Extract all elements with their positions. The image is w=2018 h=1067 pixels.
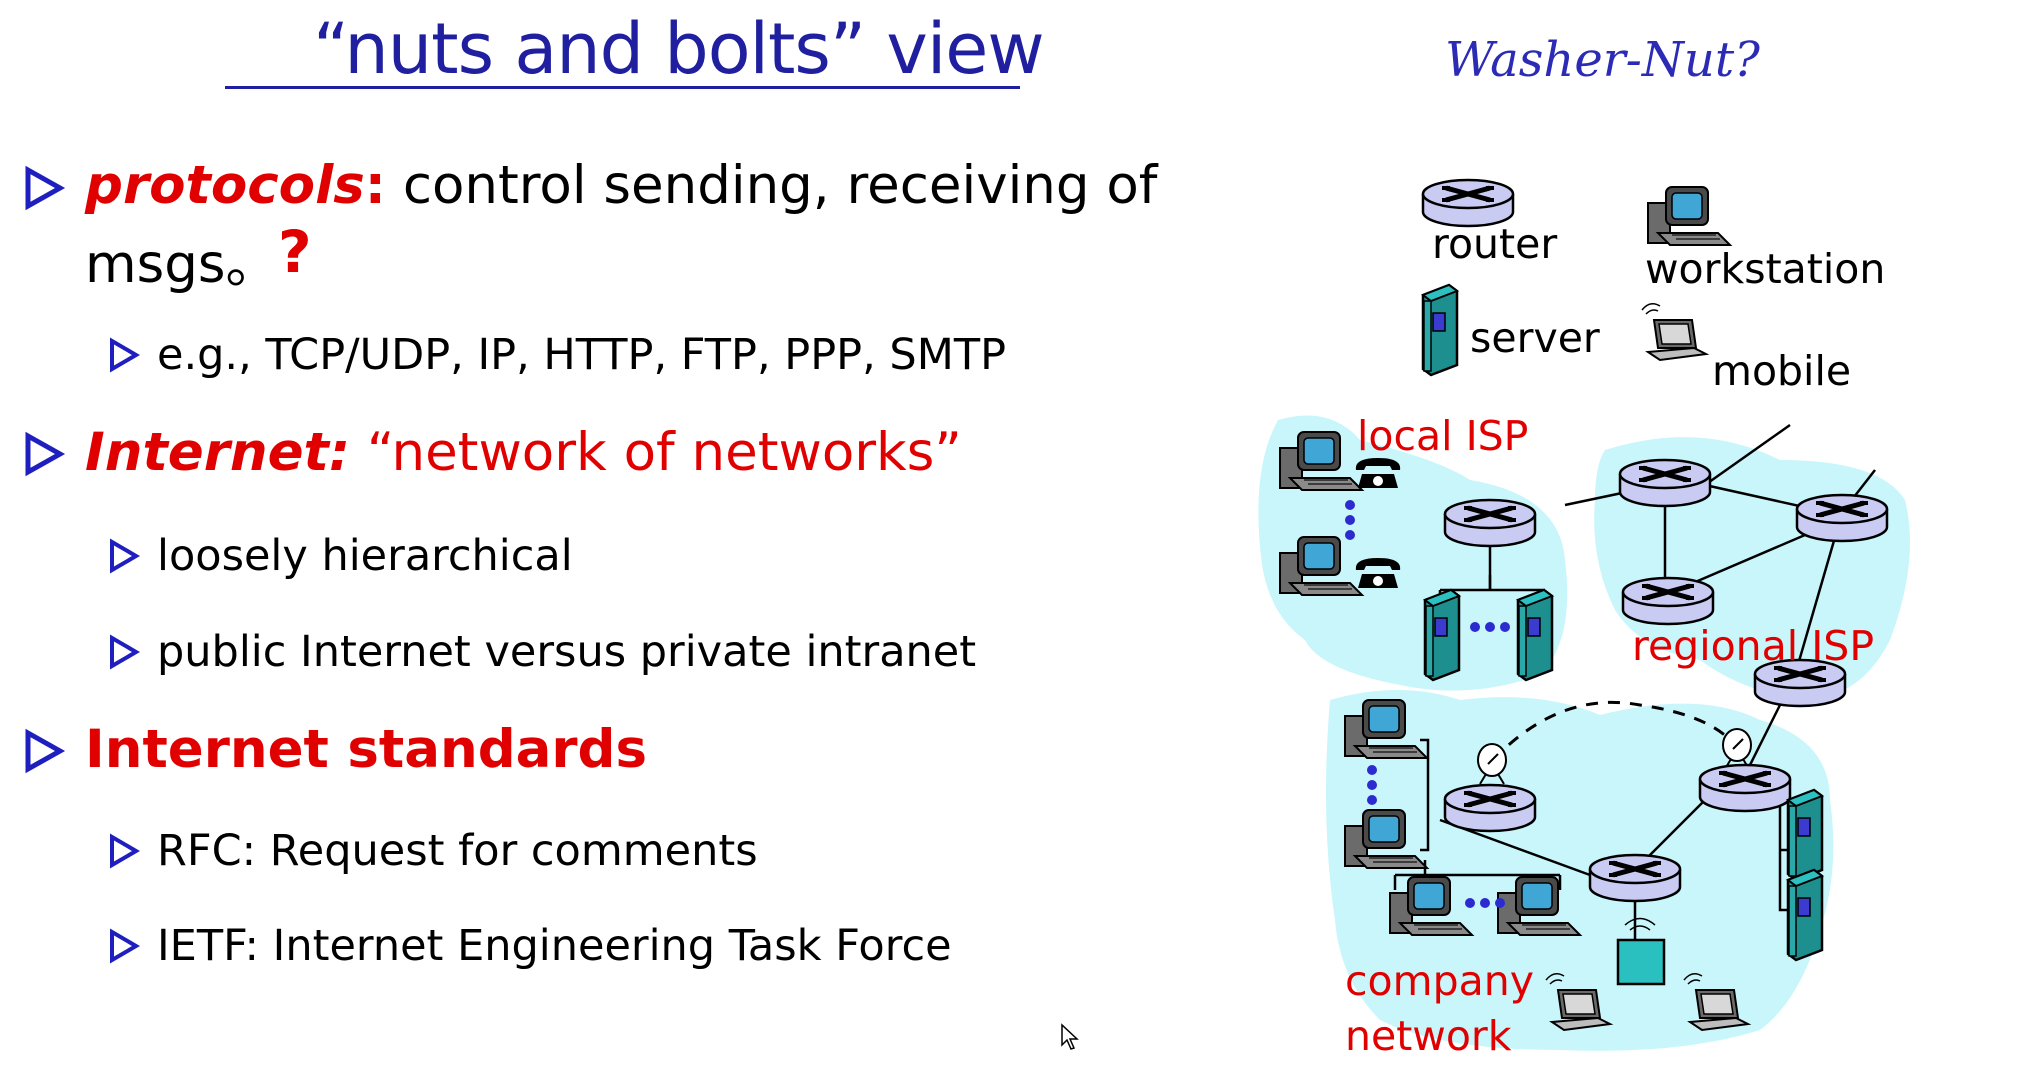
sub-bullet-arrow-icon (110, 337, 140, 373)
legend-server-icon (1421, 283, 1459, 377)
sub-bullet-arrow-icon (110, 928, 140, 964)
term-protocols: protocols (85, 155, 365, 216)
bullet-arrow-icon (25, 728, 66, 774)
regional-isp-label: regional ISP (1632, 622, 1874, 670)
sub-bullet-hierarchical: loosely hierarchical (157, 531, 573, 581)
slide-title: “nuts and bolts” view (313, 8, 1045, 90)
bullet-protocols: protocols: control sending, receiving of (85, 155, 1158, 216)
sub-bullet-arrow-icon (110, 634, 140, 670)
sub-bullet-ietf: IETF: Internet Engineering Task Force (157, 921, 952, 971)
side-title: Washer-Nut? (1445, 32, 1760, 88)
sub-bullet-rfc: RFC: Request for comments (157, 826, 758, 876)
router-icon (1623, 578, 1713, 624)
slide-title-block: “nuts and bolts” view (225, 8, 1045, 94)
router-icon (1445, 500, 1535, 546)
question-mark: ? (278, 218, 312, 286)
local-isp-label: local ISP (1357, 412, 1528, 460)
mouse-cursor-icon (1061, 1023, 1079, 1050)
router-icon (1445, 785, 1535, 831)
router-icon (1700, 765, 1790, 811)
legend-mobile-icon (1641, 302, 1707, 361)
term-internet: Internet: (85, 422, 351, 483)
bullet-protocols-text: control sending, receiving of (385, 155, 1158, 216)
router-icon (1797, 495, 1887, 541)
company-network-label-line1: company (1345, 957, 1534, 1005)
legend-server-label: server (1470, 314, 1600, 362)
bullet-internet: Internet: “network of networks” (85, 422, 962, 483)
bullet-arrow-icon (25, 165, 66, 211)
wireless-link (1491, 700, 1737, 762)
bullet-protocols-line2: msgs。 (85, 234, 279, 295)
sub-bullet-examples: e.g., TCP/UDP, IP, HTTP, FTP, PPP, SMTP (157, 330, 1007, 380)
sub-bullet-arrow-icon (110, 538, 140, 574)
bullet-standards: Internet standards (85, 719, 647, 780)
sub-bullet-public-private: public Internet versus private intranet (157, 627, 977, 677)
bullet-arrow-icon (25, 431, 66, 477)
legend-router-label: router (1432, 220, 1557, 268)
server-icon (1516, 588, 1554, 682)
legend-mobile-label: mobile (1712, 347, 1851, 395)
sub-bullet-arrow-icon (110, 833, 140, 869)
term-internet-standards: Internet standards (85, 719, 648, 780)
router-icon (1590, 855, 1680, 901)
bullet-markers (25, 165, 140, 964)
company-network-label-line2: network (1345, 1012, 1512, 1060)
legend-workstation-icon (1647, 186, 1731, 246)
legend-workstation-label: workstation (1645, 245, 1885, 293)
access-point-icon (1616, 938, 1666, 986)
server-icon (1786, 868, 1824, 962)
server-icon (1786, 788, 1824, 882)
server-icon (1423, 588, 1461, 682)
title-underline (225, 86, 1020, 89)
bullet-internet-text: “network of networks” (350, 422, 962, 483)
router-icon (1620, 460, 1710, 506)
